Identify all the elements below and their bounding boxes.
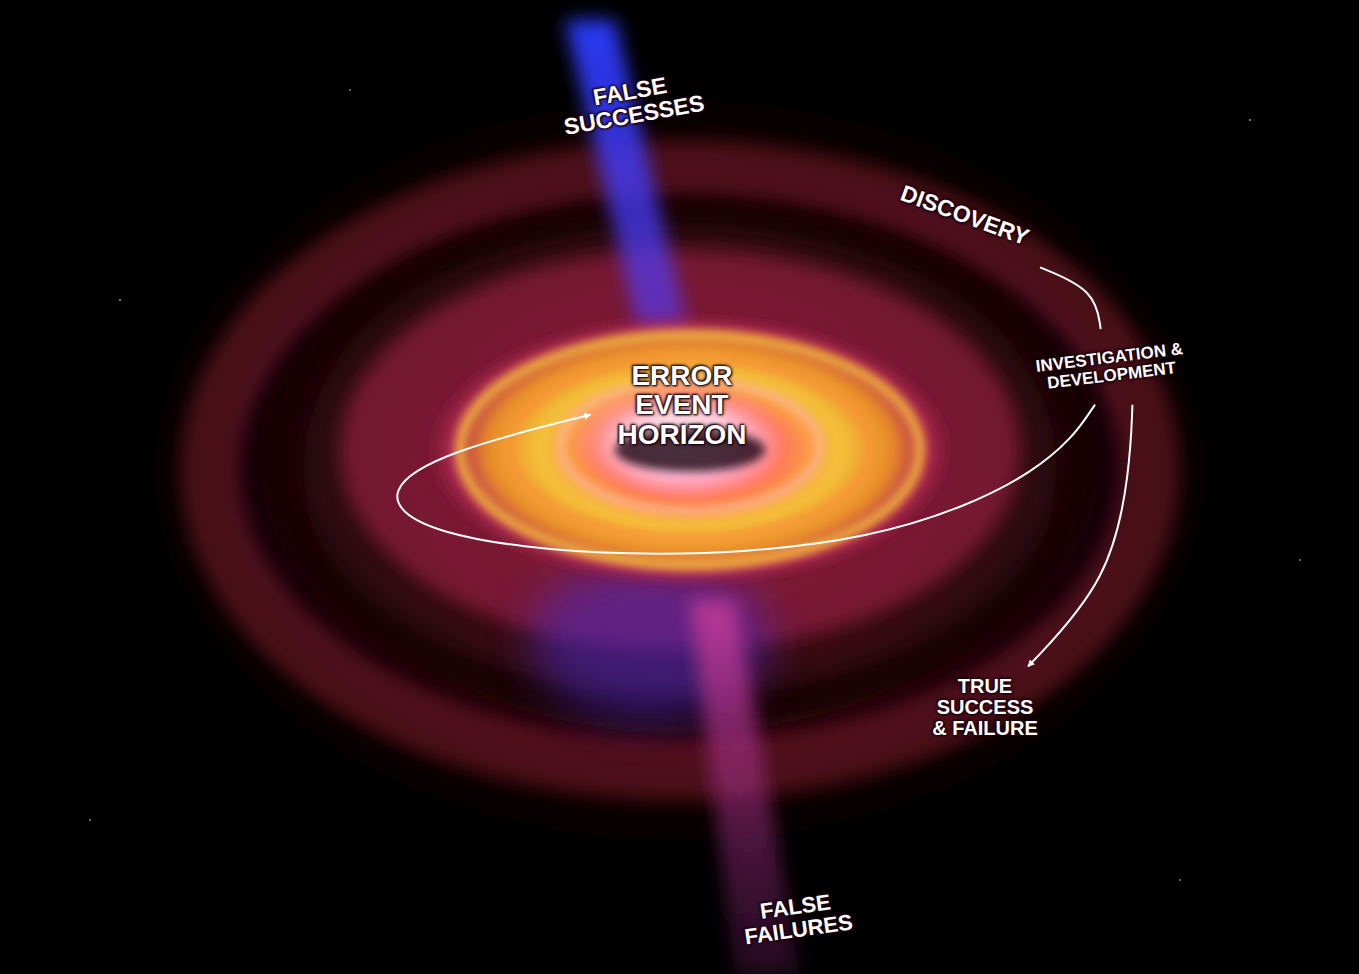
flow-arrow <box>1040 267 1101 329</box>
upper-jet <box>565 20 690 340</box>
star <box>1249 119 1251 121</box>
star <box>1179 879 1181 881</box>
node-label: TRUE SUCCESS & FAILURE <box>928 676 1043 739</box>
accretion-disk <box>420 310 960 590</box>
node-label: ERROR EVENT HORIZON <box>600 361 765 449</box>
star <box>349 89 351 91</box>
star <box>89 819 91 821</box>
disk-ring <box>460 335 920 565</box>
text-node: TRUE SUCCESS & FAILURE <box>924 672 1047 743</box>
outer-glow <box>80 50 1280 890</box>
star <box>1299 559 1301 561</box>
star <box>119 299 121 301</box>
outer-ring <box>210 170 1150 770</box>
disk-ring <box>510 358 870 538</box>
flow-arrow <box>1028 405 1132 667</box>
text-node: ERROR EVENT HORIZON <box>596 357 769 453</box>
